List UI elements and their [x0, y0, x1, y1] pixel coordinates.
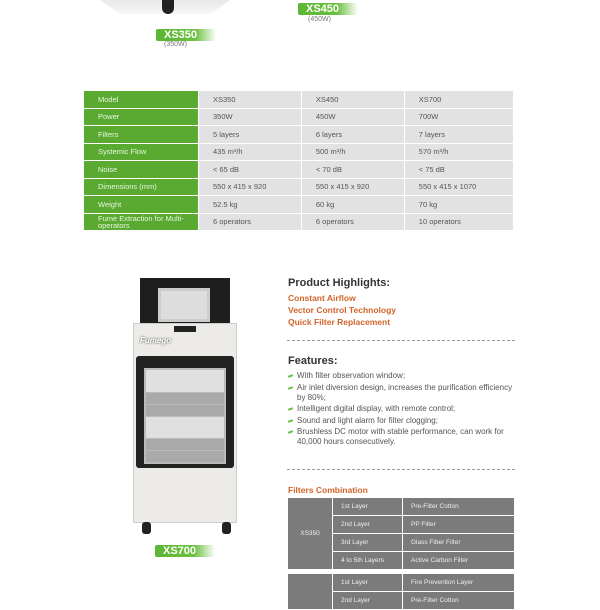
spec-value: XS350 [199, 91, 301, 108]
wheel-icon [222, 522, 231, 534]
spec-value: 500 m³/h [301, 143, 404, 160]
spec-value: 10 operators [404, 213, 513, 230]
xs700-product-image: Fumego [130, 278, 240, 546]
spec-value: 52.5 kg [199, 196, 301, 213]
feature-item: With filter observation window; [287, 371, 517, 381]
spec-label: Noise [84, 161, 198, 178]
filter-layer: 3rd Layer [333, 534, 402, 551]
xs350-label: XS350 [156, 29, 216, 41]
features-title: Features: [288, 355, 338, 367]
spec-value: < 75 dB [404, 161, 513, 178]
highlight-item: Vector Control Technology [288, 305, 396, 315]
highlights-list: Constant Airflow Vector Control Technolo… [288, 292, 396, 328]
xs450-power: (450W) [308, 16, 331, 23]
divider [287, 340, 515, 341]
xs700-label: XS700 [155, 545, 215, 557]
spec-value: 570 m³/h [404, 143, 513, 160]
spec-value: < 70 dB [301, 161, 404, 178]
filter-type: PP Filter [403, 516, 514, 533]
filter-model [288, 574, 332, 609]
observation-window [158, 288, 210, 322]
filter-model: XS350 [288, 498, 332, 569]
spec-value: 435 m³/h [199, 143, 301, 160]
spec-value: 7 layers [404, 126, 513, 143]
highlight-item: Constant Airflow [288, 293, 356, 303]
filter-type: Fire Prevention Layer [403, 574, 514, 591]
feature-item: Intelligent digital display, with remote… [287, 404, 517, 414]
filter-type: Active Carbon Filter [403, 552, 514, 569]
spec-label: Fume Extraction for Multi-operators [84, 213, 198, 230]
spec-value: 350W [199, 108, 301, 125]
filter-type: Glass Fiber Filter [403, 534, 514, 551]
spec-value: 550 x 415 x 920 [199, 178, 301, 195]
spec-label: Systemic Flow [84, 143, 198, 160]
spec-label: Power [84, 108, 198, 125]
spec-row: Noise< 65 dB< 70 dB< 75 dB [84, 161, 513, 178]
spec-value: XS700 [404, 91, 513, 108]
spec-value: 6 layers [301, 126, 404, 143]
brand-logo: Fumego [140, 336, 172, 345]
spec-value: 550 x 415 x 1070 [404, 178, 513, 195]
feature-item: Sound and light alarm for filter cloggin… [287, 416, 517, 426]
filter-type: Pre-Filter Cotton [403, 498, 514, 515]
filter-layer: 1st Layer [333, 498, 402, 515]
digital-display [174, 326, 196, 332]
spec-value: 700W [404, 108, 513, 125]
spec-value: < 65 dB [199, 161, 301, 178]
highlight-item: Quick Filter Replacement [288, 317, 391, 327]
features-list: With filter observation window; Air inle… [287, 371, 517, 449]
spec-value: 450W [301, 108, 404, 125]
divider [287, 469, 515, 470]
filter-layer: 4 to 5th Layers [333, 552, 402, 569]
feature-item: Brushless DC motor with stable performan… [287, 427, 517, 447]
filter-layer: 2nd Layer [333, 516, 402, 533]
spec-value: 6 operators [199, 213, 301, 230]
highlights-title: Product Highlights: [288, 277, 391, 289]
spec-label: Dimensions (mm) [84, 178, 198, 195]
xs450-label: XS450 [298, 3, 358, 15]
filter-layer: 1st Layer [333, 574, 402, 591]
feature-item: Air inlet diversion design, increases th… [287, 383, 517, 403]
spec-value: 60 kg [301, 196, 404, 213]
wheel-icon [162, 0, 174, 14]
filter-type: Pre-Filter Cotton [403, 592, 514, 609]
spec-label: Model [84, 91, 198, 108]
filters-title: Filters Combination [288, 485, 368, 495]
spec-value: 6 operators [301, 213, 404, 230]
spec-value: XS450 [301, 91, 404, 108]
xs350-power: (350W) [164, 41, 187, 48]
spec-label: Filters [84, 126, 198, 143]
spec-label: Weight [84, 196, 198, 213]
wheel-icon [142, 522, 151, 534]
spec-value: 550 x 415 x 920 [301, 178, 404, 195]
spec-value: 5 layers [199, 126, 301, 143]
spec-value: 70 kg [404, 196, 513, 213]
filter-layer: 2nd Layer [333, 592, 402, 609]
